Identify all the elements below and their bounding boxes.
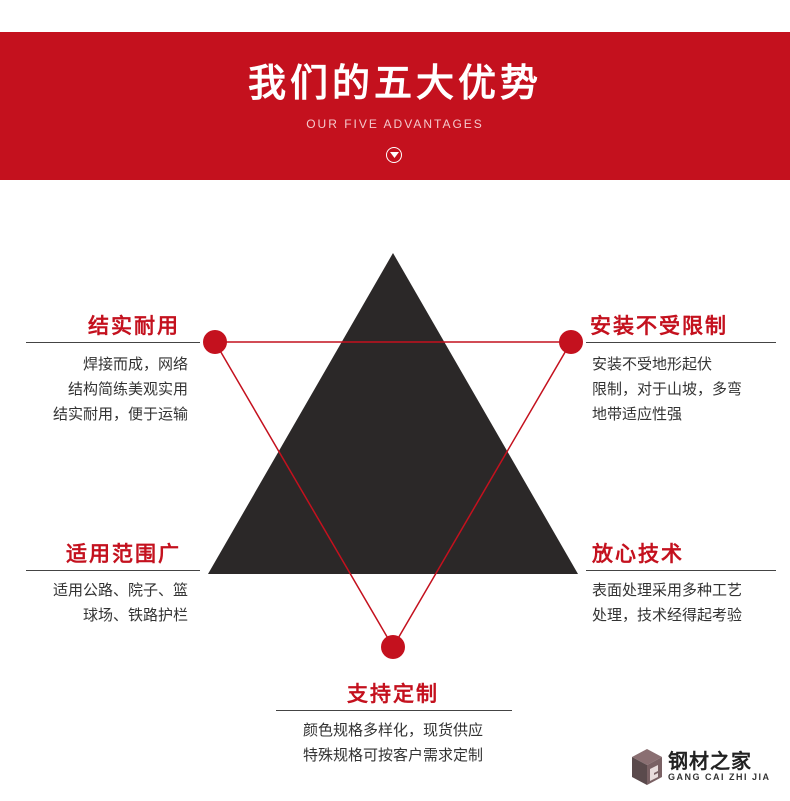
- red-triangle-outline: [213, 341, 573, 649]
- advantage-desc-install: 安装不受地形起伏 限制，对于山坡，多弯 地带适应性强: [592, 355, 743, 423]
- advantage-desc-durable: 焊接而成，网络 结构简练美观实用 结实耐用，便于运输: [52, 355, 188, 423]
- divider-line: [26, 342, 200, 343]
- chevron-down-icon: [390, 152, 399, 158]
- advantage-desc-scope: 适用公路、院子、篮 球场、铁路护栏: [52, 581, 188, 624]
- scroll-down-button[interactable]: [386, 147, 402, 163]
- divider-line: [276, 710, 512, 711]
- divider-line: [586, 570, 776, 571]
- brand-logo: 钢材之家 GANG CAI ZHI JIA: [630, 745, 780, 795]
- advantage-title-install: 安装不受限制: [590, 314, 728, 338]
- page-subtitle: OUR FIVE ADVANTAGES: [306, 117, 484, 131]
- advantage-title-durable: 结实耐用: [88, 314, 180, 338]
- logo-name-en: GANG CAI ZHI JIA: [668, 772, 771, 782]
- advantage-desc-custom: 颜色规格多样化，现货供应 特殊规格可按客户需求定制: [302, 721, 483, 764]
- divider-line: [26, 570, 200, 571]
- cube-logo-icon: [632, 749, 662, 785]
- divider-line: [586, 342, 776, 343]
- logo-name-cn: 钢材之家: [668, 749, 752, 773]
- node-top-left: [203, 330, 227, 354]
- advantage-title-custom: 支持定制: [347, 682, 439, 706]
- dark-triangle: [208, 253, 578, 574]
- advantage-title-tech: 放心技术: [592, 542, 684, 566]
- node-top-right: [559, 330, 583, 354]
- node-bottom: [381, 635, 405, 659]
- page-title: 我们的五大优势: [247, 61, 542, 105]
- advantage-desc-tech: 表面处理采用多种工艺 处理，技术经得起考验: [592, 581, 743, 624]
- advantage-title-scope: 适用范围广: [66, 542, 181, 566]
